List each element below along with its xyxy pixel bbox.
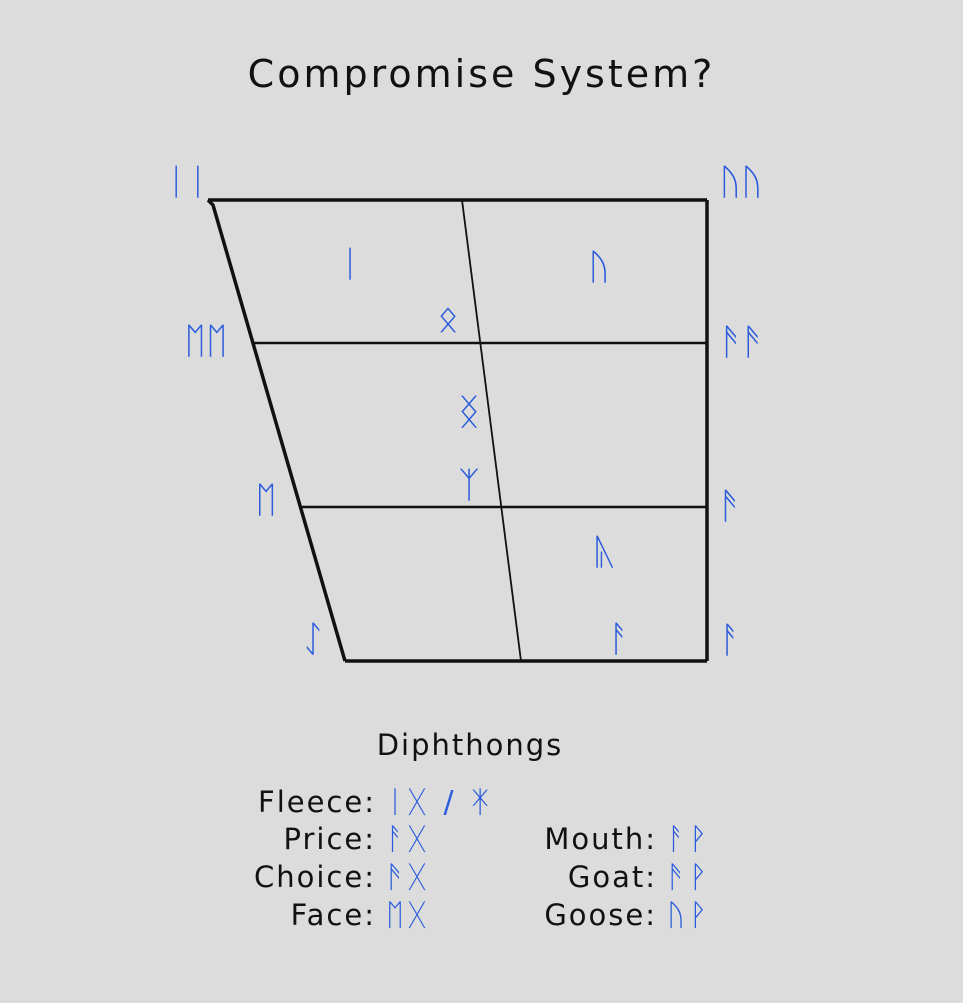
diphthongs-title: Diphthongs <box>376 728 564 762</box>
diphthong-value: ᚢᚹ <box>667 897 711 933</box>
left-open-label: ᛇ <box>302 619 324 660</box>
diphthong-label: Goat: <box>567 860 657 894</box>
back-open-mid-vowel: ᚣ <box>594 532 616 573</box>
left-close-label: ᛁᛁ <box>165 162 209 203</box>
left-close-mid-label: ᛖᛖ <box>184 321 228 362</box>
diphthong-value: ᚨᚷ <box>386 821 430 857</box>
diphthong-label: Mouth: <box>544 822 657 856</box>
diphthong-value: ᛁᚷ / ᛡ <box>386 784 494 820</box>
diphthong-label: Price: <box>283 822 376 856</box>
central-open-mid-vowel: ᛉ <box>458 465 480 506</box>
right-close-mid-label: ᚫᚫ <box>720 322 764 363</box>
right-close-label: ᚢᚢ <box>719 162 763 203</box>
trapezoid-left-edge <box>206 198 347 662</box>
right-open-label: ᚨ <box>719 620 741 661</box>
diphthong-row-mouth: Mouth: ᚨᚹ <box>537 821 711 857</box>
diphthong-row-goat: Goat: ᚫᚹ <box>537 859 711 895</box>
diphthong-value: ᚨᚹ <box>667 821 711 857</box>
diphthong-row-choice: Choice: ᚫᚷ <box>246 859 430 895</box>
diphthong-label: Goose: <box>544 898 657 932</box>
diphthong-row-face: Face: ᛖᚷ <box>246 897 430 933</box>
diphthong-value: ᚫᚷ <box>386 859 430 895</box>
left-open-mid-label: ᛖ <box>255 480 277 521</box>
back-close-vowel: ᚢ <box>588 247 610 288</box>
diagram-title: Compromise System? <box>247 52 716 96</box>
diphthong-value: ᛖᚷ <box>386 897 430 933</box>
diphthong-row-price: Price: ᚨᚷ <box>246 821 430 857</box>
back-open-vowel: ᚨ <box>608 619 630 660</box>
right-open-mid-label: ᚫ <box>719 486 741 527</box>
diphthong-label: Fleece: <box>258 785 376 819</box>
central-close-vowel: ᛟ <box>437 299 459 340</box>
front-close-vowel: ᛁ <box>339 244 361 285</box>
central-line <box>461 199 522 662</box>
diphthong-row-fleece: Fleece: ᛁᚷ / ᛡ <box>246 784 493 820</box>
diphthong-label: Face: <box>290 898 376 932</box>
central-mid-vowel: ᛝ <box>458 392 480 433</box>
diphthong-label: Choice: <box>254 860 376 894</box>
diphthong-row-goose: Goose: ᚢᚹ <box>537 897 711 933</box>
diphthong-value: ᚫᚹ <box>667 859 711 895</box>
